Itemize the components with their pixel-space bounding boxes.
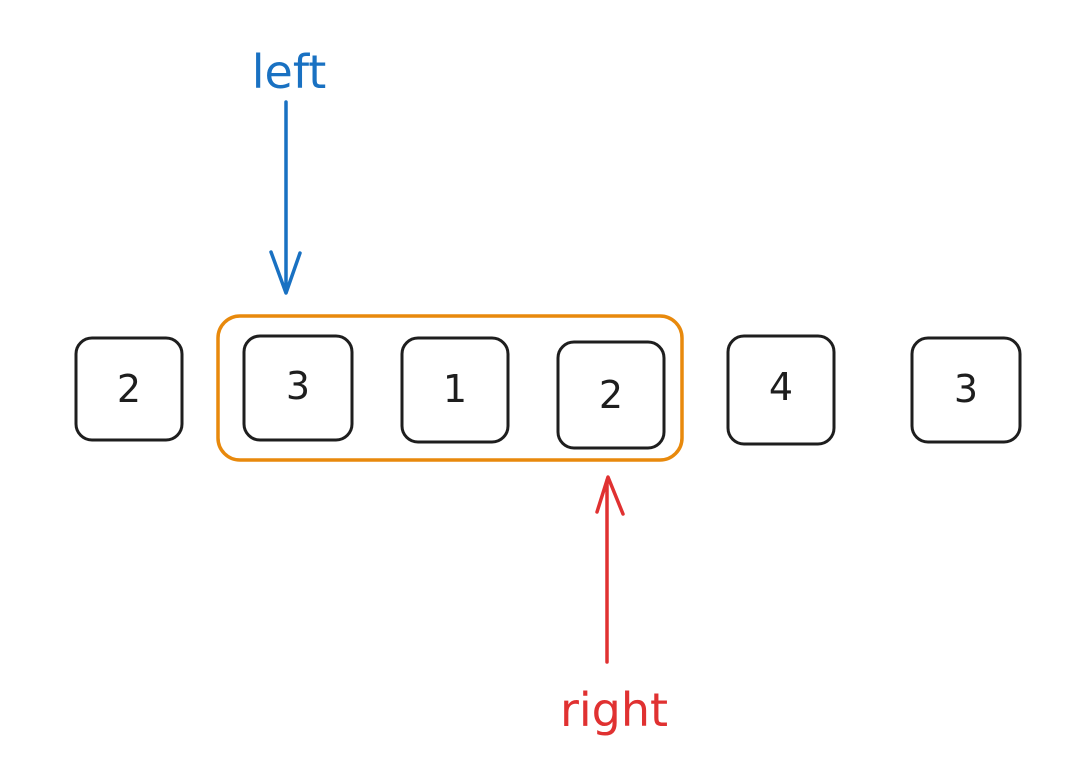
- right-pointer-label: right: [560, 683, 668, 737]
- window-highlight: [216, 314, 684, 462]
- right-pointer: right: [560, 475, 668, 737]
- left-pointer-label: left: [252, 45, 327, 99]
- array-cell: 1: [400, 336, 510, 444]
- right-pointer-arrow-icon: [595, 475, 625, 664]
- left-pointer: left: [252, 45, 327, 295]
- array-cell: 2: [556, 340, 666, 450]
- array-cell: 4: [726, 334, 836, 446]
- array-cell-box: [726, 334, 836, 446]
- array-cell-value: 3: [286, 364, 310, 408]
- array-cell: 3: [910, 336, 1022, 444]
- array-cell-value: 3: [954, 367, 978, 411]
- array-cell-box: [242, 334, 354, 442]
- array-cell-box: [400, 336, 510, 444]
- array-cell-value: 1: [443, 367, 467, 411]
- array-cell-value: 2: [117, 367, 141, 411]
- array-cell: 3: [242, 334, 354, 442]
- left-pointer-arrow-icon: [269, 100, 302, 295]
- array-cell-box: [74, 336, 184, 442]
- array-cell-box: [556, 340, 666, 450]
- array-cell-value: 2: [599, 373, 623, 417]
- array-cell-box: [910, 336, 1022, 444]
- array-cell-value: 4: [769, 365, 793, 409]
- array-cell: 2: [74, 336, 184, 442]
